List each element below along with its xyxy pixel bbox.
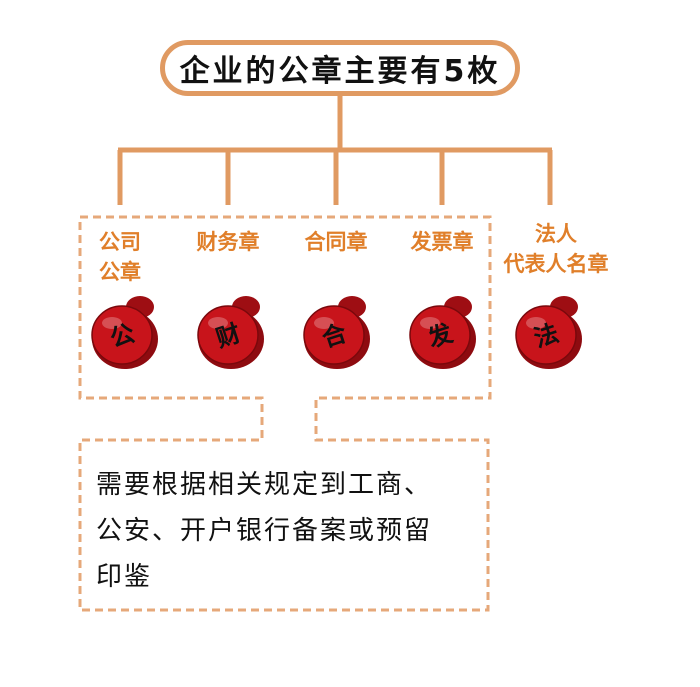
- stamp-highlight: [102, 317, 122, 329]
- note-line: 公安、开户银行备案或预留: [96, 516, 433, 546]
- seal-stamp-icon: 法: [515, 296, 582, 369]
- note-line: 印鉴: [96, 562, 153, 592]
- stamp-face: [409, 305, 471, 365]
- title-box: 企业的公章主要有5枚: [160, 40, 520, 96]
- stamp-face: [515, 305, 577, 365]
- stamp-highlight: [314, 317, 334, 329]
- note-text: 需要根据相关规定到工商、 公安、开户银行备案或预留 印鉴: [96, 462, 474, 600]
- connector-tree: [117, 96, 553, 205]
- note-line: 需要根据相关规定到工商、: [96, 470, 433, 500]
- seal-label-contract: 合同章: [288, 227, 384, 257]
- seal-label-line: 财务章: [196, 230, 260, 254]
- seal-stamp-icon: 合: [303, 296, 370, 369]
- seal-label-company: 公司 公章: [90, 227, 150, 287]
- stamp-face: [197, 305, 259, 365]
- stamp-highlight: [208, 317, 228, 329]
- seal-label-line: 公司: [99, 230, 141, 254]
- stamps-group: 公财合发法: [91, 296, 582, 369]
- seal-label-line: 法人: [535, 222, 577, 246]
- stamp-face: [91, 305, 153, 365]
- dashed-group-outline: [78, 215, 492, 612]
- seal-label-line: 代表人名章: [503, 252, 609, 276]
- stamp-highlight: [420, 317, 440, 329]
- seal-stamp-icon: 公: [91, 296, 158, 369]
- seal-label-invoice: 发票章: [394, 227, 490, 257]
- seal-label-line: 公章: [99, 260, 141, 284]
- stamp-highlight: [526, 317, 546, 329]
- seal-label-line: 合同章: [304, 230, 368, 254]
- seal-stamp-icon: 财: [197, 296, 264, 369]
- seal-label-legal-rep: 法人 代表人名章: [492, 219, 620, 279]
- seal-stamp-icon: 发: [409, 296, 476, 369]
- seal-label-finance: 财务章: [180, 227, 276, 257]
- seal-label-line: 发票章: [410, 230, 474, 254]
- title-text: 企业的公章主要有5枚: [179, 54, 501, 89]
- stamp-face: [303, 305, 365, 365]
